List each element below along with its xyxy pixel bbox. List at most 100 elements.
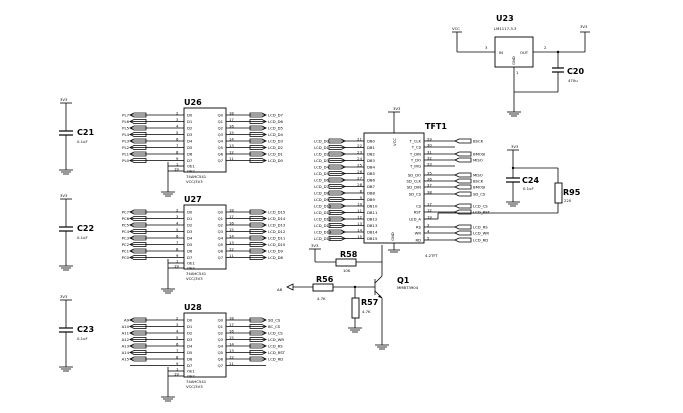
tft-part: 4.2TFT	[425, 253, 438, 258]
output-net: LCD_CS	[268, 331, 283, 336]
tft-left-port	[328, 164, 346, 170]
latch-vcc: VCC/3V3	[186, 276, 203, 281]
pin-q: Q7	[218, 158, 224, 163]
input-net: PC0	[122, 255, 130, 260]
tft-right-pnum: 30	[427, 142, 432, 147]
tft-left-net: LCD_D0	[314, 139, 330, 144]
tft-right-port	[454, 224, 472, 230]
tft-left-net: LCD_D8	[314, 191, 330, 196]
output-net: LCD_RS	[268, 344, 283, 349]
tft-left-port	[328, 190, 346, 196]
r57-ref: R57	[361, 298, 378, 307]
u23-pin-out-num: 2	[544, 45, 547, 50]
tft-right-port	[454, 191, 472, 197]
pin-d: D6	[187, 357, 193, 362]
tft-left-port	[328, 158, 346, 163]
pin-num-oe1: 1	[176, 161, 179, 166]
u23-pin-in: IN	[499, 50, 503, 55]
tft-left-port	[328, 177, 346, 183]
input-net: PC3	[122, 236, 130, 241]
tft-left-pnum: 25	[357, 162, 362, 167]
tft-left-pin: DB10	[367, 204, 378, 209]
tft-left-pnum: 15	[357, 234, 362, 239]
tft-left-pnum: 27	[357, 175, 362, 180]
latch-part: 74AHC541	[186, 271, 207, 276]
pin-num-in: 2	[176, 110, 179, 115]
input-port	[129, 317, 147, 323]
input-port	[129, 112, 147, 118]
input-net: PC7	[122, 210, 130, 215]
pin-q: Q7	[218, 255, 224, 260]
tft-left-pin: DB13	[367, 223, 378, 228]
c23-3v3: 3V3	[60, 294, 68, 299]
c23-ref: C23	[77, 325, 94, 334]
output-net: LCD_D0	[268, 158, 284, 163]
output-port	[249, 209, 267, 215]
tft-right-pin: RS	[416, 225, 422, 230]
pin-num-out: 11	[229, 156, 234, 161]
tft-right-pnum: 36	[427, 176, 432, 181]
output-port	[249, 350, 267, 355]
tft-left-pin: DB9	[367, 197, 376, 202]
output-net: LCD_D4	[268, 132, 284, 137]
tft-left-port	[328, 203, 346, 209]
tft-left-net: LCD_D12	[314, 217, 332, 222]
output-net: LCD_D8	[268, 255, 284, 260]
pin-d: D7	[187, 363, 193, 368]
pin-oe2: OE2	[187, 169, 195, 174]
tft-left-port	[328, 171, 346, 176]
r95-body	[554, 182, 563, 204]
u23-pin-out: OUT	[520, 50, 529, 55]
output-port	[249, 242, 267, 247]
output-port	[249, 216, 267, 221]
tft-left-pnum: 14	[357, 227, 362, 232]
input-net: PL1	[122, 152, 129, 157]
tft-left-pin: DB3	[367, 158, 376, 163]
tft-left-pin: DB6	[367, 178, 376, 183]
c22-value: 0.1uF	[77, 235, 88, 240]
pin-q: Q0	[218, 210, 224, 215]
tft-left-net: LCD_D10	[314, 204, 332, 209]
output-net: LCD_D12	[268, 229, 286, 234]
tft-left-pnum: 11	[357, 208, 362, 213]
input-net: A11	[122, 331, 130, 336]
tft-right-pin: T_CS	[411, 145, 422, 150]
tft-right-pin: T_IRQ	[409, 164, 421, 169]
pin-num-in: 6	[176, 233, 179, 238]
tft-right-net: BMOSI	[473, 185, 485, 190]
tft-left-pnum: 8	[360, 188, 363, 193]
tft-right-net: LCD_WR	[473, 231, 489, 236]
pin-num-out: 12	[229, 354, 234, 359]
tft-right-net: LCD_RS	[473, 225, 488, 230]
tft-left-net: LCD_D7	[314, 184, 330, 189]
pin-q: Q0	[218, 113, 224, 118]
tft-left-port	[328, 197, 346, 202]
tft-ref: TFT1	[425, 122, 447, 131]
pin-q: Q4	[218, 236, 224, 241]
pin-q: Q2	[218, 126, 224, 131]
output-port	[249, 330, 267, 336]
tft-right-pnum: 12	[427, 207, 432, 212]
r58-value: 10K	[343, 268, 351, 273]
latch-ref: U28	[184, 303, 202, 312]
output-net: LCD_RST	[268, 350, 286, 355]
pin-num-in: 2	[176, 207, 179, 212]
pin-num-in: 9	[176, 156, 179, 161]
pin-d: D0	[187, 113, 193, 118]
pin-num-out: 17	[229, 117, 234, 122]
output-net: LCD_D11	[268, 236, 286, 241]
output-port	[249, 255, 267, 260]
output-port	[249, 248, 267, 254]
pin-num-out: 12	[229, 149, 234, 154]
pin-num-in: 9	[176, 361, 179, 366]
led-drive: 3V3 C24 0.1uF R95 220	[438, 144, 581, 214]
vcc-label: VCC	[452, 26, 460, 31]
pin-oe1: OE1	[187, 164, 195, 169]
pin-num-in: 9	[176, 253, 179, 258]
tft-left-port	[328, 210, 346, 215]
tft-left-pnum: 21	[357, 136, 362, 141]
pin-num-out: 17	[229, 322, 234, 327]
pin-num-in: 4	[176, 220, 179, 225]
tft-left-pin: DB2	[367, 152, 376, 157]
pin-num-in: 6	[176, 341, 179, 346]
